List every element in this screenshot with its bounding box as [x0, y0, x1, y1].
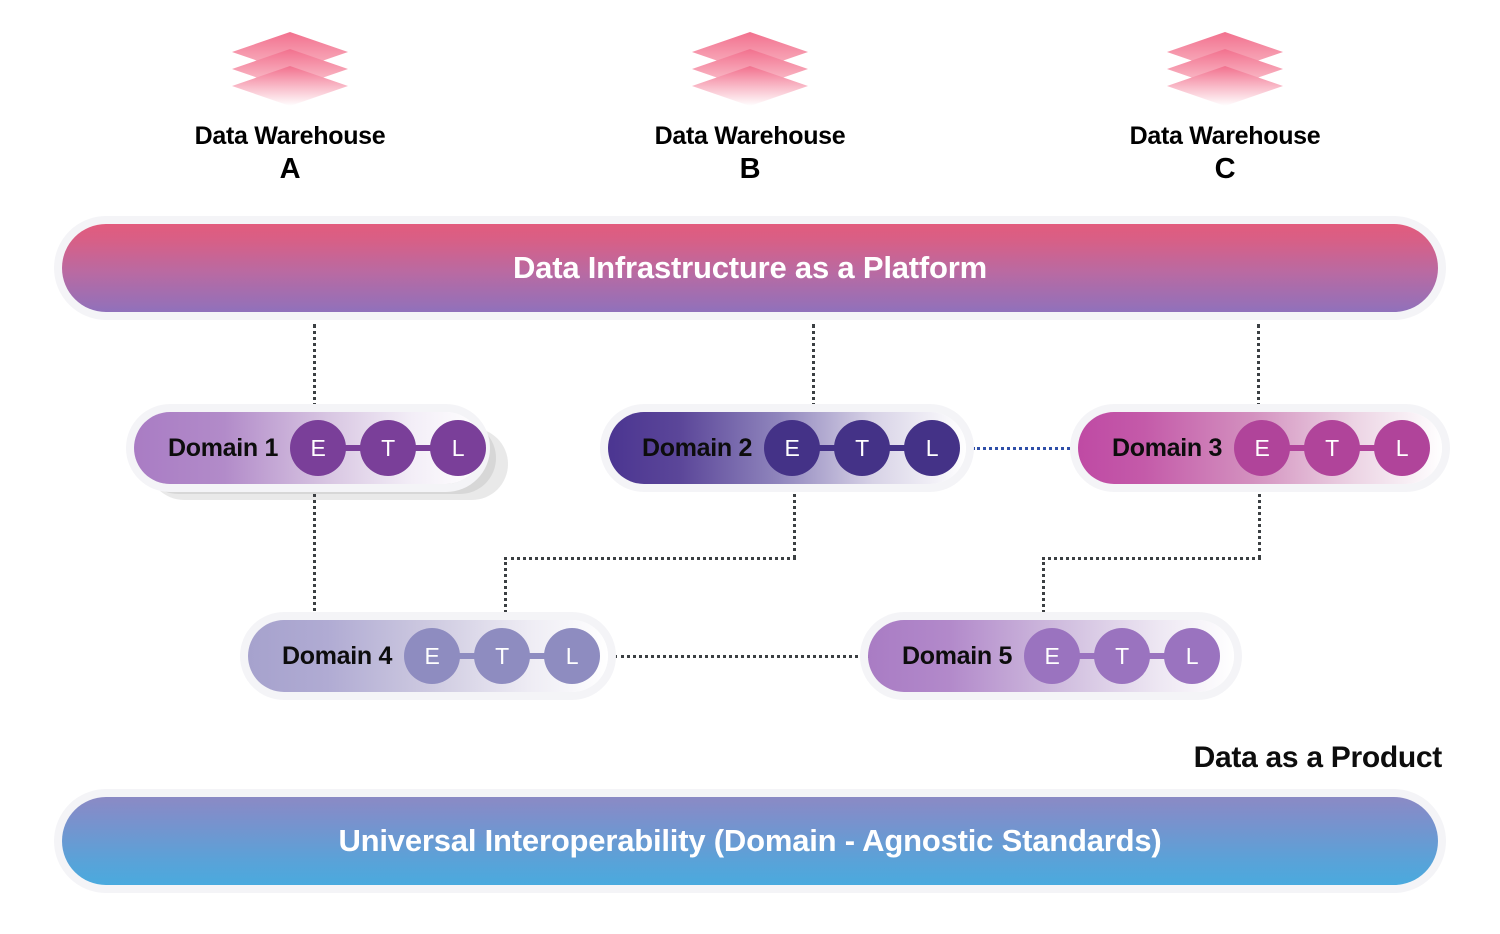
domain-1-label: Domain 1: [168, 433, 279, 462]
domain-2-etl-e[interactable]: E: [764, 420, 821, 476]
data-warehouse-b-letter: B: [739, 153, 761, 185]
connector-platform-to-domain1: [313, 324, 316, 420]
domain-2-etl-t[interactable]: T: [834, 420, 891, 476]
data-warehouse-a-label: Data Warehouse: [194, 122, 386, 150]
domain-4-etl-e[interactable]: E: [404, 628, 461, 684]
interop-bar-label: Universal Interoperability (Domain - Agn…: [338, 823, 1162, 858]
domain-1-etl-chain: E T L: [290, 420, 487, 476]
etl-link: [1079, 653, 1096, 659]
data-warehouse-c: Data Warehouse C: [1075, 30, 1375, 187]
data-warehouse-c-letter: C: [1214, 153, 1236, 185]
platform-bar-label: Data Infrastructure as a Platform: [512, 250, 988, 285]
domain-1-etl-l[interactable]: L: [430, 420, 487, 476]
domain-3-pill[interactable]: Domain 3 E T L: [1078, 412, 1442, 484]
domain-1-pill[interactable]: Domain 1 E T L: [134, 412, 487, 484]
data-warehouse-stack-icon: [690, 30, 810, 110]
domain-4-etl-t[interactable]: T: [474, 628, 531, 684]
universal-interoperability-bar: Universal Interoperability (Domain - Agn…: [62, 797, 1438, 885]
domain-5-pill[interactable]: Domain 5 E T L: [868, 620, 1234, 692]
etl-link: [1289, 445, 1306, 451]
domain-2-pill[interactable]: Domain 2 E T L: [608, 412, 966, 484]
domain-3-label: Domain 3: [1112, 433, 1223, 462]
connector-domain2-to-domain4-seg-down: [793, 487, 796, 558]
etl-link: [889, 445, 906, 451]
domain-5-etl-l[interactable]: L: [1164, 628, 1221, 684]
etl-link: [529, 653, 546, 659]
connector-domain2-to-domain4-seg-across: [504, 557, 796, 560]
domain-3-etl-t[interactable]: T: [1304, 420, 1361, 476]
connector-domain2-to-domain3: [972, 447, 1076, 450]
domain-3-etl-l[interactable]: L: [1374, 420, 1431, 476]
domain-3-etl-chain: E T L: [1234, 420, 1431, 476]
domain-4-pill[interactable]: Domain 4 E T L: [248, 620, 608, 692]
etl-link: [459, 653, 476, 659]
data-warehouse-stack-icon: [1165, 30, 1285, 110]
data-warehouse-a: Data Warehouse A: [140, 30, 440, 187]
domain-2-label: Domain 2: [642, 433, 753, 462]
data-infrastructure-platform-bar: Data Infrastructure as a Platform: [62, 224, 1438, 312]
data-warehouse-a-letter: A: [279, 153, 301, 185]
connector-domain3-to-domain5-seg-across: [1042, 557, 1261, 560]
domain-2-etl-chain: E T L: [764, 420, 961, 476]
connector-platform-to-domain3: [1257, 324, 1260, 420]
etl-link: [1149, 653, 1166, 659]
domain-4-label: Domain 4: [282, 641, 393, 670]
etl-link: [819, 445, 836, 451]
connector-domain2-to-domain4-seg-drop: [504, 557, 507, 618]
domain-5-etl-t[interactable]: T: [1094, 628, 1151, 684]
connector-domain1-to-domain4: [313, 487, 316, 618]
domain-1-etl-t[interactable]: T: [360, 420, 417, 476]
etl-link: [345, 445, 362, 451]
domain-3-etl-e[interactable]: E: [1234, 420, 1291, 476]
data-as-a-product-caption: Data as a Product: [1193, 741, 1443, 774]
domain-4-etl-chain: E T L: [404, 628, 601, 684]
data-warehouse-b: Data Warehouse B: [600, 30, 900, 187]
data-warehouse-c-label: Data Warehouse: [1129, 122, 1321, 150]
data-warehouse-stack-icon: [230, 30, 350, 110]
connector-domain4-to-domain5: [614, 655, 870, 658]
connector-platform-to-domain2: [812, 324, 815, 420]
domain-2-etl-l[interactable]: L: [904, 420, 961, 476]
domain-4-etl-l[interactable]: L: [544, 628, 601, 684]
domain-5-etl-chain: E T L: [1024, 628, 1221, 684]
data-warehouse-b-label: Data Warehouse: [654, 122, 846, 150]
connector-domain3-to-domain5-seg-down: [1258, 487, 1261, 558]
domain-1-etl-e[interactable]: E: [290, 420, 347, 476]
domain-5-etl-e[interactable]: E: [1024, 628, 1081, 684]
etl-link: [1359, 445, 1376, 451]
etl-link: [415, 445, 432, 451]
connector-domain3-to-domain5-seg-drop: [1042, 557, 1045, 618]
domain-5-label: Domain 5: [902, 641, 1013, 670]
